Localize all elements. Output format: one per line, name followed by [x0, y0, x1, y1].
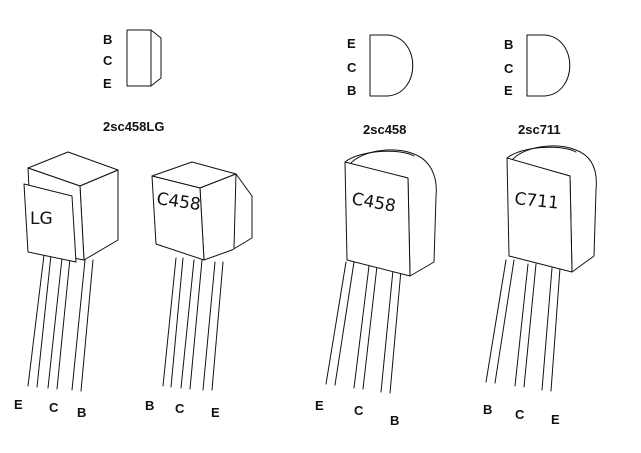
- package-front: [151, 175, 205, 261]
- lead: [162, 257, 184, 388]
- lead-label: B: [77, 405, 86, 420]
- symbol-pin-label: C: [347, 60, 357, 75]
- lead: [27, 254, 52, 388]
- package-marking: LG: [30, 209, 53, 229]
- package-side: [199, 173, 253, 261]
- lead: [380, 269, 402, 394]
- lead: [202, 261, 224, 391]
- lead-label: C: [354, 403, 364, 418]
- lead: [47, 257, 71, 390]
- lead: [325, 261, 355, 386]
- symbol-pin-label: B: [103, 32, 112, 47]
- lead-label: E: [551, 412, 560, 427]
- part-number-label: 2sc458: [363, 122, 406, 137]
- package-c458-round: C458 E C B: [315, 149, 437, 428]
- lead-label: E: [14, 397, 23, 412]
- lead-label: C: [515, 407, 525, 422]
- symbol-pin-label: E: [103, 76, 112, 91]
- symbol-pin-label: E: [504, 83, 513, 98]
- symbol-pin-label: B: [347, 83, 356, 98]
- lead: [541, 267, 561, 392]
- symbol-pin-label: C: [504, 61, 514, 76]
- package-edge: [233, 173, 237, 249]
- package-front: [506, 157, 573, 273]
- symbol-pin-label: B: [504, 37, 513, 52]
- package-c458-flat: C458 B C E: [145, 161, 253, 420]
- d-shape-transistor-symbol: [526, 34, 571, 97]
- flat-side-transistor-symbol: [126, 29, 162, 87]
- symbol-2sc458: E C B 2sc458: [347, 34, 414, 137]
- package-c711-round: C711 B C E: [483, 145, 597, 427]
- lead-label: E: [315, 398, 324, 413]
- package-front: [344, 161, 411, 277]
- lead: [353, 265, 378, 390]
- lead: [180, 259, 203, 390]
- symbol-2sc711: B C E 2sc711: [504, 34, 571, 137]
- lead-label: B: [390, 413, 399, 428]
- lead-label: B: [145, 398, 154, 413]
- d-shape-transistor-symbol: [369, 34, 414, 97]
- package-side: [79, 169, 119, 261]
- symbol-pin-label: C: [103, 53, 113, 68]
- package-edge: [344, 150, 415, 163]
- lead-label: B: [483, 402, 492, 417]
- part-number-label: 2sc458LG: [103, 119, 164, 134]
- lead: [514, 263, 537, 388]
- package-front-plate: [23, 183, 77, 263]
- part-number-label: 2sc711: [518, 122, 561, 137]
- lead-label: C: [49, 400, 59, 415]
- package-edge: [506, 146, 577, 159]
- lead: [71, 259, 94, 392]
- symbol-pin-label: E: [347, 36, 356, 51]
- lead-label: C: [175, 401, 185, 416]
- package-lg: LG E C B: [14, 151, 119, 420]
- lead: [485, 259, 515, 384]
- symbol-2sc458lg: B C E 2sc458LG: [103, 29, 164, 134]
- lead-label: E: [211, 405, 220, 420]
- package-marking: C711: [513, 189, 559, 214]
